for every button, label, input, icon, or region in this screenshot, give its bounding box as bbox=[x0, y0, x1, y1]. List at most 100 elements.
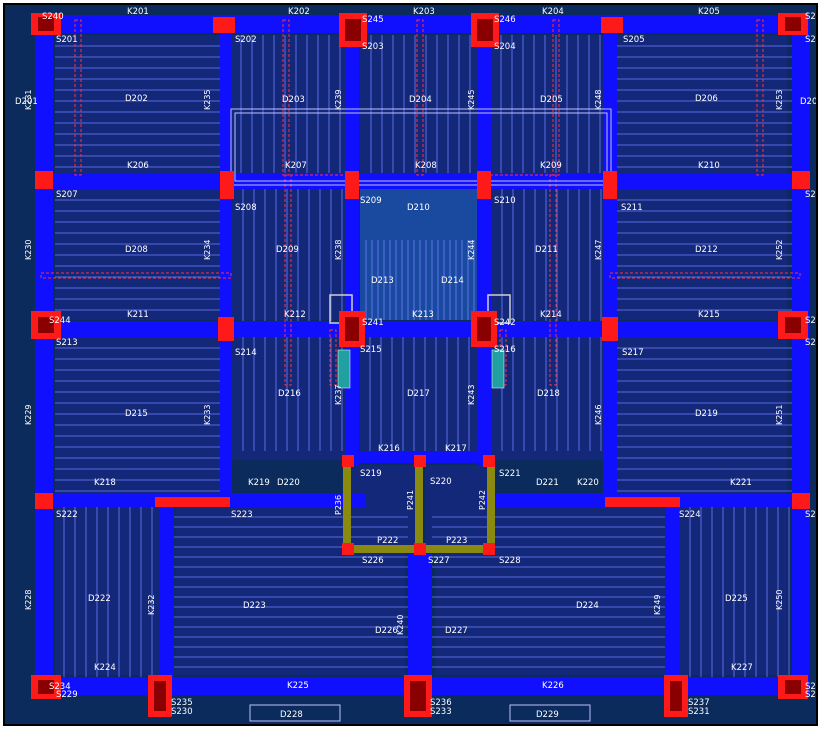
beam-label: K237 bbox=[334, 384, 343, 405]
bottom-boxes bbox=[249, 704, 591, 722]
slab-panel bbox=[55, 505, 165, 675]
hatch-beam bbox=[282, 19, 290, 176]
column bbox=[471, 311, 497, 347]
beam-col-k232 bbox=[160, 500, 174, 690]
joist-label: D220 bbox=[277, 478, 300, 488]
column bbox=[778, 675, 808, 699]
columns bbox=[31, 13, 810, 717]
column-label: S237 bbox=[688, 698, 710, 708]
joist-lines bbox=[55, 35, 792, 677]
outline-frame bbox=[234, 112, 608, 182]
column-label: S243 bbox=[805, 316, 816, 326]
beam-label: K217 bbox=[445, 444, 467, 454]
beam-col-4 bbox=[477, 15, 491, 465]
column bbox=[471, 13, 499, 47]
slab-label: S213 bbox=[56, 338, 78, 348]
labels: K201 K202 K203 K204 K205 K206 K207 K208 … bbox=[15, 7, 816, 720]
column bbox=[31, 13, 61, 35]
beam-label: K204 bbox=[542, 7, 564, 17]
beam-label: K252 bbox=[775, 239, 784, 260]
column bbox=[404, 675, 432, 717]
beam-label: K219 bbox=[248, 478, 270, 488]
beam-label: K201 bbox=[127, 7, 149, 17]
slab-label: S217 bbox=[622, 348, 644, 358]
slab-panel bbox=[617, 335, 787, 495]
slab-label: S229 bbox=[56, 690, 78, 700]
beam-col-3 bbox=[345, 15, 359, 465]
beam-col-2 bbox=[220, 15, 232, 495]
column bbox=[345, 171, 359, 199]
hatch-beam bbox=[416, 19, 424, 176]
column bbox=[148, 675, 172, 717]
beam-label: K246 bbox=[594, 404, 603, 425]
column-label: S246 bbox=[494, 15, 516, 25]
column bbox=[220, 171, 234, 199]
joist-label: D204 bbox=[409, 95, 432, 105]
column-label: S235 bbox=[171, 698, 193, 708]
joist-label: D206 bbox=[695, 94, 718, 104]
slab-label: S224 bbox=[679, 510, 701, 520]
slab-label: S226 bbox=[362, 556, 384, 566]
beam-label: K245 bbox=[467, 89, 476, 110]
beam-label: K208 bbox=[415, 161, 437, 171]
joist-label: D223 bbox=[243, 601, 266, 611]
column-label: S242 bbox=[494, 318, 516, 328]
slab-label: S231 bbox=[688, 707, 710, 717]
column-label: S240 bbox=[42, 12, 64, 22]
column bbox=[218, 317, 234, 341]
slab-label: S212 bbox=[805, 190, 816, 200]
column bbox=[778, 311, 808, 339]
slab-panel bbox=[617, 185, 787, 320]
slab-label: S208 bbox=[235, 203, 257, 213]
slab-label: S232 bbox=[805, 690, 816, 700]
column bbox=[483, 455, 495, 467]
slab-label: S203 bbox=[362, 42, 384, 52]
slab-label: S211 bbox=[621, 203, 643, 213]
slab-label: S210 bbox=[494, 196, 516, 206]
column bbox=[342, 543, 354, 555]
beam-label: K202 bbox=[288, 7, 310, 17]
slab-panel bbox=[425, 465, 495, 550]
column bbox=[605, 497, 680, 507]
slab-panel bbox=[55, 185, 220, 320]
beam-label: K220 bbox=[577, 478, 599, 488]
slab-panel bbox=[490, 35, 605, 180]
column bbox=[778, 13, 808, 35]
slab-panel bbox=[230, 335, 345, 460]
column-label: S244 bbox=[49, 316, 71, 326]
outline-frame bbox=[230, 108, 612, 186]
beam-label: K210 bbox=[698, 161, 720, 171]
wall-label: P236 bbox=[334, 495, 343, 515]
plan-drawing: K201 K202 K203 K204 K205 K206 K207 K208 … bbox=[15, 7, 816, 722]
joist-label: D228 bbox=[280, 710, 303, 720]
slab-label: S223 bbox=[231, 510, 253, 520]
beam-label: K211 bbox=[127, 310, 149, 320]
stair-panel bbox=[360, 185, 478, 320]
beam-label: K213 bbox=[412, 310, 434, 320]
beam-label: K240 bbox=[396, 614, 405, 635]
slab-panel bbox=[350, 465, 420, 550]
column bbox=[35, 493, 53, 509]
column-label: S241 bbox=[362, 318, 384, 328]
column bbox=[35, 171, 53, 189]
structural-plan: K201 K202 K203 K204 K205 K206 K207 K208 … bbox=[3, 3, 818, 726]
beam-label: K243 bbox=[467, 384, 476, 405]
beam-label: K203 bbox=[413, 7, 435, 17]
hatch-beam bbox=[499, 329, 507, 386]
joist-label: D224 bbox=[576, 601, 599, 611]
column bbox=[792, 171, 810, 189]
column-label: S239 bbox=[805, 12, 816, 22]
beam-col-5 bbox=[603, 15, 617, 495]
column bbox=[339, 13, 367, 47]
slab-panel bbox=[230, 185, 345, 320]
slab-label: S228 bbox=[499, 556, 521, 566]
opening-box bbox=[487, 294, 511, 324]
beam-label: K253 bbox=[775, 89, 784, 110]
wall-label: P242 bbox=[478, 490, 487, 510]
beam-col-k249 bbox=[665, 500, 679, 690]
joist-label: D211 bbox=[535, 245, 558, 255]
hatch-beam bbox=[329, 329, 337, 386]
box bbox=[249, 704, 341, 722]
beam-label: K238 bbox=[334, 239, 343, 260]
opening-box bbox=[491, 349, 505, 389]
